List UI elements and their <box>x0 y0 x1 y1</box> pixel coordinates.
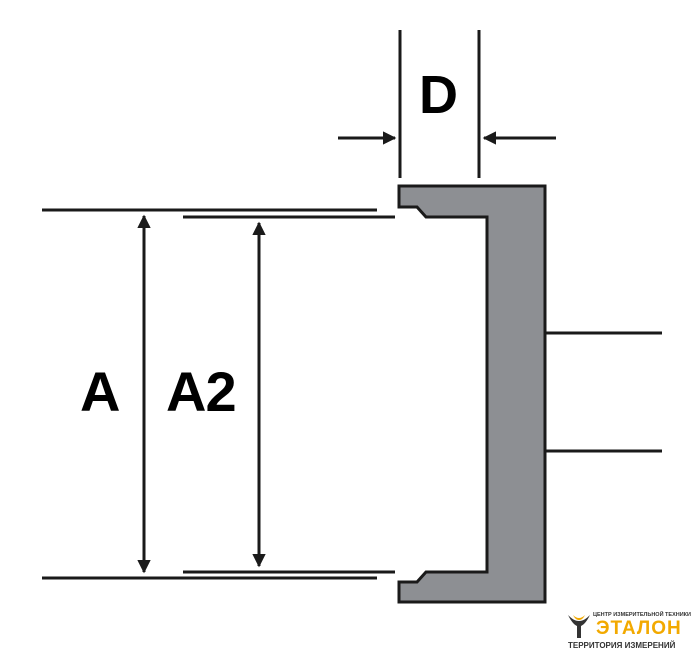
brand-logo: ЦЕНТР ИЗМЕРИТЕЛЬНОЙ ТЕХНИКИ ЭТАЛОН ТЕРРИ… <box>566 611 696 651</box>
logo-name: ЭТАЛОН <box>596 618 682 639</box>
dimension-label-d: D <box>419 65 458 125</box>
logo-bottom-text: ТЕРРИТОРИЯ ИЗМЕРЕНИЙ <box>568 641 676 650</box>
part-cross-section <box>397 184 547 604</box>
logo-emblem-icon <box>568 615 590 638</box>
dimension-label-a2: A2 <box>166 360 237 423</box>
dimension-label-a: A <box>80 360 120 423</box>
logo-top-text: ЦЕНТР ИЗМЕРИТЕЛЬНОЙ ТЕХНИКИ <box>593 612 691 618</box>
